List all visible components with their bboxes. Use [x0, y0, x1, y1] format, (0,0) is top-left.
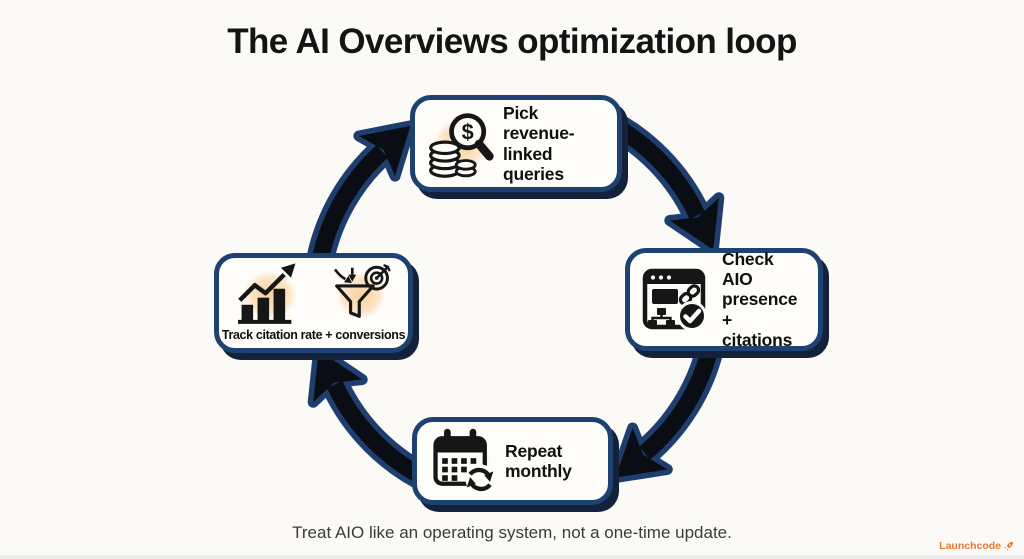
icon-glow	[327, 263, 394, 327]
step-label: Check AIO presence + citations	[722, 248, 798, 350]
rocket-icon	[1004, 541, 1014, 551]
icon-row	[233, 263, 394, 328]
browser-check-icon	[642, 268, 707, 331]
svg-text:$: $	[462, 119, 474, 144]
funnel-target-icon	[333, 263, 391, 318]
step-card-pick-queries: $ Pick revenue-linked queries	[410, 95, 622, 192]
step-card-check-presence: Check AIO presence + citations	[625, 248, 823, 351]
brand-logo: Launchcode	[939, 540, 1014, 552]
caption-text: Treat AIO like an operating system, not …	[292, 523, 732, 542]
step-label: Track citation rate + conversions	[221, 328, 406, 343]
step-card-repeat-monthly: Repeat monthly	[412, 417, 613, 505]
diagram-title: The AI Overviews optimization loop	[227, 22, 797, 61]
bottom-edge-strip	[0, 555, 1024, 559]
icon-glow	[427, 425, 499, 497]
icon-glow: $	[425, 107, 497, 180]
brand-name: Launchcode	[939, 540, 1001, 552]
icon-glow	[233, 263, 306, 328]
money-search-icon: $	[429, 112, 494, 178]
bar-chart-icon	[237, 263, 295, 325]
icon-glow	[640, 261, 716, 338]
step-card-track-metrics: Track citation rate + conversions	[214, 253, 413, 353]
step-label: Repeat monthly	[505, 440, 572, 481]
calendar-refresh-icon	[433, 428, 495, 494]
step-label: Pick revenue-linked queries	[503, 102, 575, 184]
